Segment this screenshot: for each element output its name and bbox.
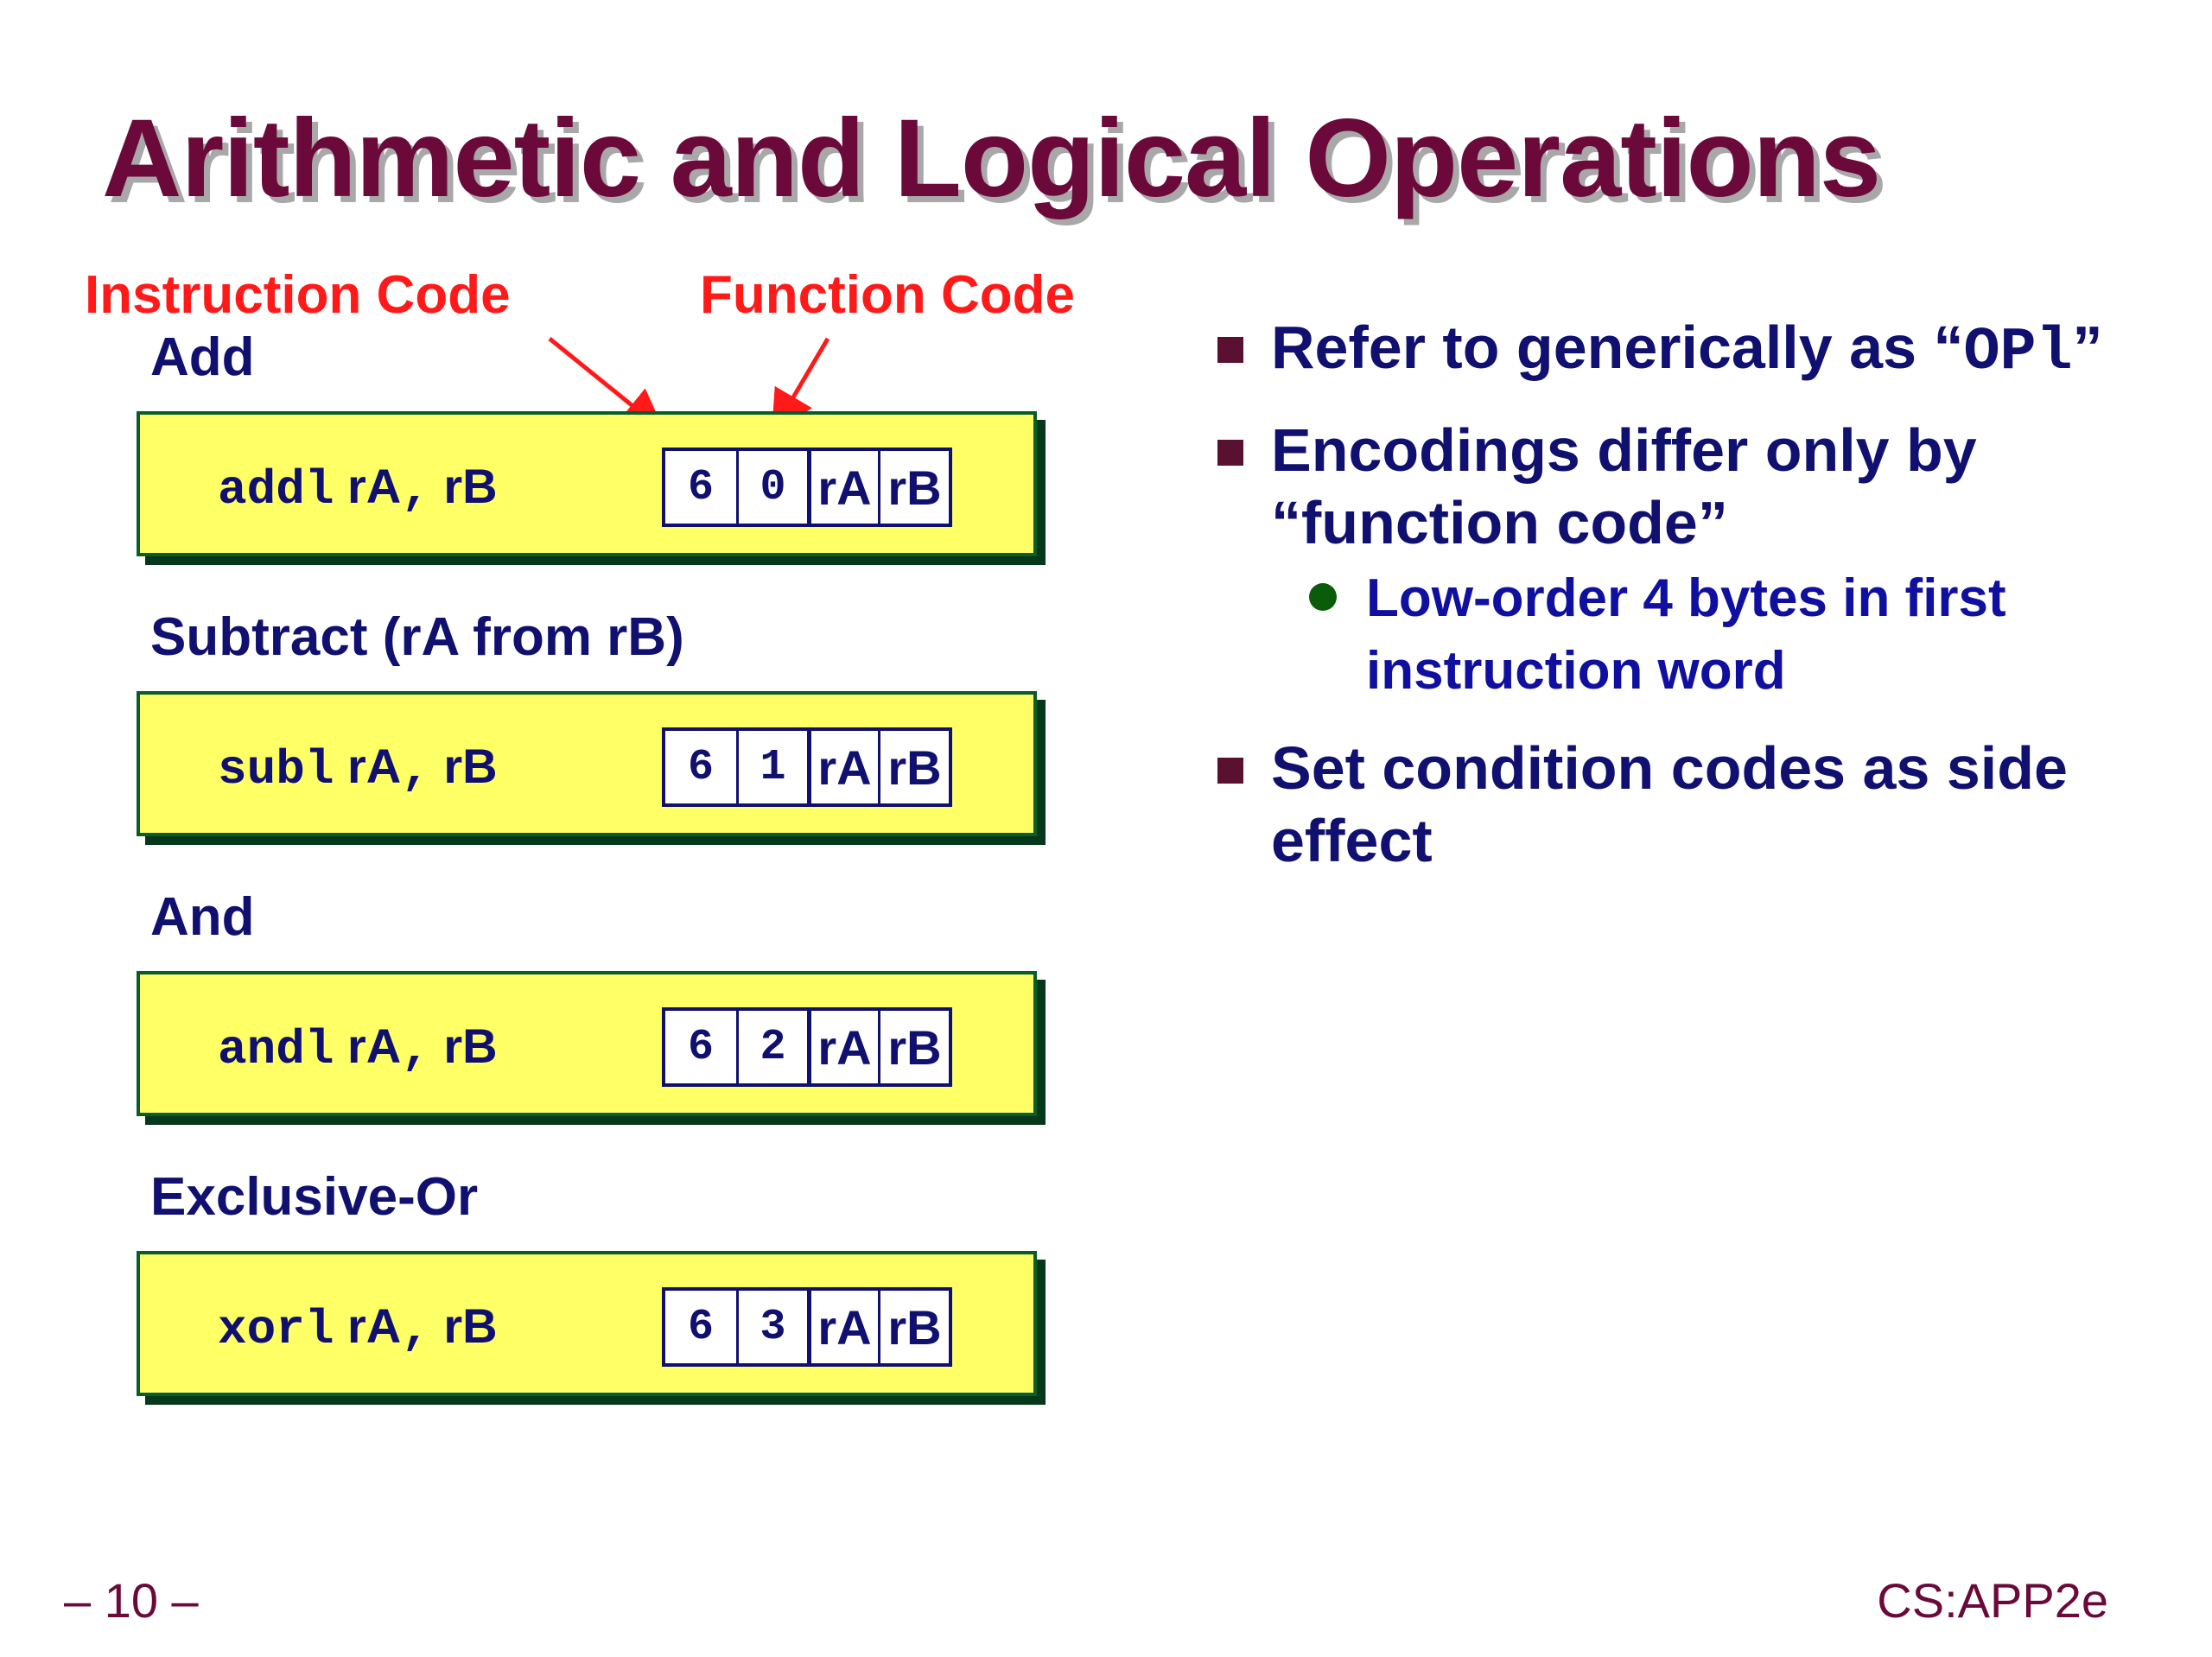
comma: , bbox=[401, 742, 430, 797]
icode-cell: 6 bbox=[687, 462, 714, 512]
encoding-and: 6 2 rA rB bbox=[662, 1007, 952, 1087]
function-code-callout: Function Code bbox=[700, 265, 1075, 325]
op-label-add: Add bbox=[150, 327, 255, 387]
bullet-text-end: ” bbox=[2072, 314, 2103, 381]
encoding-add: 6 0 rA rB bbox=[662, 448, 952, 527]
comma: , bbox=[401, 1302, 430, 1357]
bullet-item: Encodings differ only by “function code”… bbox=[1205, 414, 2156, 708]
bullet-text: Refer to generically as “ bbox=[1271, 314, 1964, 381]
ifun-cell: 0 bbox=[736, 451, 807, 524]
mnemonic: andl bbox=[218, 1022, 334, 1077]
mnemonic: xorl bbox=[218, 1302, 334, 1357]
bullet-text: Encodings differ only by “function code” bbox=[1271, 416, 1977, 556]
ifun-cell: 3 bbox=[736, 1291, 807, 1363]
icode-cell: 6 bbox=[687, 742, 714, 792]
operand-b: rB bbox=[443, 1298, 498, 1353]
ra-cell: rA bbox=[807, 451, 878, 524]
sub-bullet-text: Low-order 4 bytes in first instruction w… bbox=[1366, 568, 2006, 701]
operand-a: rA bbox=[346, 1298, 402, 1353]
operand-a: rA bbox=[346, 459, 402, 513]
operand-a: rA bbox=[346, 1019, 402, 1073]
op-label-subtract: Subtract (rA from rB) bbox=[150, 607, 684, 667]
bullet-item: Set condition codes as side effect bbox=[1205, 732, 2156, 877]
asm-and: andl rA, rB bbox=[218, 1018, 498, 1077]
icode-cell: 6 bbox=[687, 1022, 714, 1072]
asm-subtract: subl rA, rB bbox=[218, 738, 498, 797]
operand-a: rA bbox=[346, 739, 402, 793]
ra-cell: rA bbox=[807, 1291, 878, 1363]
bullet-text: Set condition codes as side effect bbox=[1271, 734, 2068, 874]
page-number: – 10 – bbox=[64, 1573, 199, 1628]
op-box-subtract: subl rA, rB 6 1 rA rB bbox=[137, 691, 1037, 836]
operand-b: rB bbox=[443, 459, 498, 513]
operand-b: rB bbox=[443, 1019, 498, 1073]
square-bullet-icon bbox=[1217, 337, 1243, 363]
ra-cell: rA bbox=[807, 1011, 878, 1083]
encoding-exclusive-or: 6 3 rA rB bbox=[662, 1287, 952, 1367]
mnemonic: addl bbox=[218, 462, 334, 517]
asm-add: addl rA, rB bbox=[218, 458, 498, 517]
rb-cell: rB bbox=[878, 1291, 949, 1363]
ra-cell: rA bbox=[807, 731, 878, 803]
comma: , bbox=[401, 1022, 430, 1077]
mnemonic: subl bbox=[218, 742, 334, 797]
round-bullet-icon bbox=[1309, 583, 1337, 611]
bullet-item: Refer to generically as “OPl” bbox=[1205, 311, 2156, 390]
rb-cell: rB bbox=[878, 1011, 949, 1083]
bullet-code: OPl bbox=[1963, 319, 2073, 387]
op-box-exclusive-or: xorl rA, rB 6 3 rA rB bbox=[137, 1251, 1037, 1396]
sub-bullet-item: Low-order 4 bytes in first instruction w… bbox=[1205, 562, 2156, 708]
rb-cell: rB bbox=[878, 451, 949, 524]
asm-exclusive-or: xorl rA, rB bbox=[218, 1298, 498, 1357]
slide-title: Arithmetic and Logical Operations bbox=[102, 97, 1881, 220]
square-bullet-icon bbox=[1217, 758, 1243, 784]
bullet-list: Refer to generically as “OPl” Encodings … bbox=[1205, 311, 2156, 901]
op-box-add: addl rA, rB 6 0 rA rB bbox=[137, 411, 1037, 556]
rb-cell: rB bbox=[878, 731, 949, 803]
icode-cell: 6 bbox=[687, 1302, 714, 1352]
op-label-and: And bbox=[150, 887, 255, 947]
comma: , bbox=[401, 462, 430, 517]
instruction-code-callout: Instruction Code bbox=[85, 265, 511, 325]
encoding-subtract: 6 1 rA rB bbox=[662, 727, 952, 807]
ifun-cell: 2 bbox=[736, 1011, 807, 1083]
op-box-and: andl rA, rB 6 2 rA rB bbox=[137, 971, 1037, 1116]
footer-brand: CS:APP2e bbox=[1877, 1573, 2108, 1628]
ifun-cell: 1 bbox=[736, 731, 807, 803]
operand-b: rB bbox=[443, 739, 498, 793]
op-label-exclusive-or: Exclusive-Or bbox=[150, 1167, 479, 1227]
square-bullet-icon bbox=[1217, 440, 1243, 466]
